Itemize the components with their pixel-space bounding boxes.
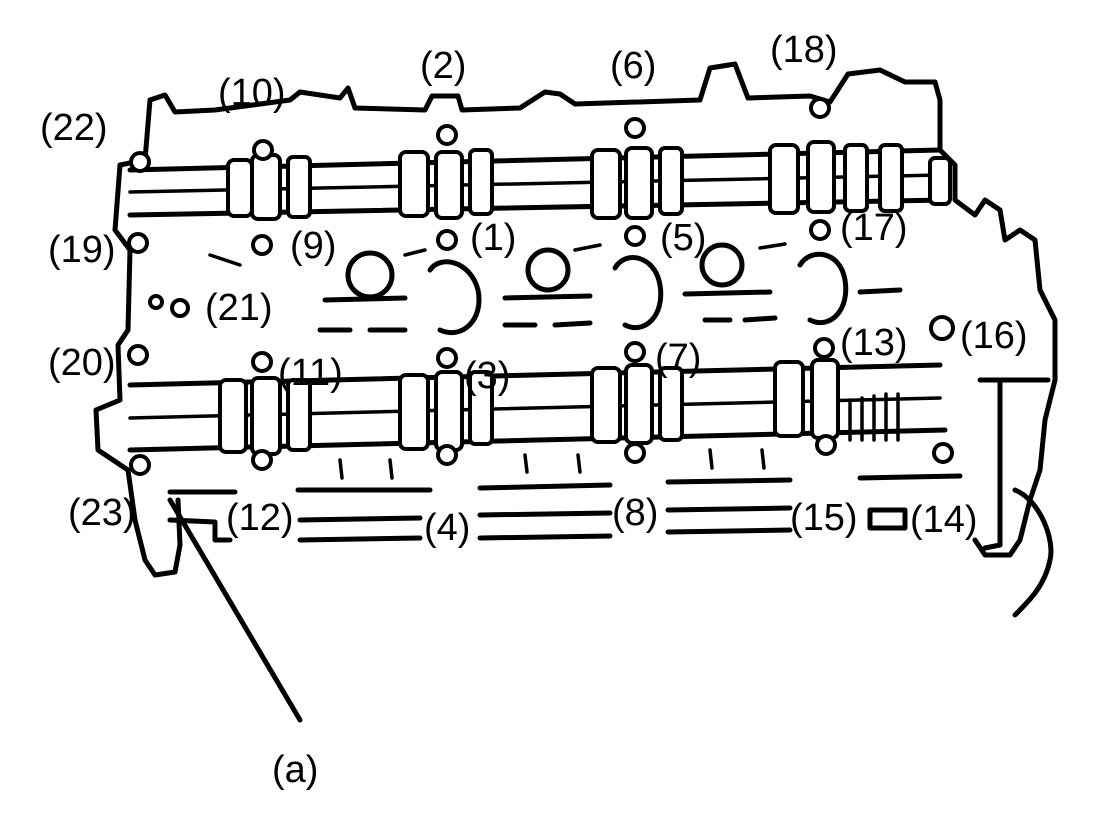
callout-leader-a — [167, 497, 303, 723]
right-bracket — [977, 377, 1051, 551]
bolt-label-5: (5) — [660, 217, 706, 259]
bolt-label-13: (13) — [840, 322, 908, 364]
head-outline-top — [147, 61, 943, 153]
bolt-label-8: (8) — [612, 492, 658, 534]
bolt-label-1: (1) — [470, 217, 516, 259]
bolt-label-18: (18) — [770, 29, 838, 71]
bolt-label-3: (3) — [464, 355, 510, 397]
lower-rails — [167, 448, 963, 543]
head-outline-left — [93, 97, 183, 578]
bolt-label-15: (15) — [790, 497, 858, 539]
bolt-label-17: (17) — [840, 207, 908, 249]
lower-camshaft — [127, 358, 948, 456]
bolt-label-4: (4) — [424, 507, 470, 549]
bolt-label-9: (9) — [290, 225, 336, 267]
bolt-label-6: (6) — [610, 45, 656, 87]
bolt-label-7: (7) — [655, 337, 701, 379]
bolt-label-21: (21) — [205, 287, 273, 329]
bolt-label-14: (14) — [910, 499, 978, 541]
bolt-label-16: (16) — [960, 315, 1028, 357]
bolt-label-23: (23) — [68, 492, 136, 534]
callout-label-a: (a) — [272, 749, 318, 791]
bolt-label-19: (19) — [48, 229, 116, 271]
bolt-label-22: (22) — [40, 107, 108, 149]
right-hose-curve — [1012, 487, 1054, 618]
bolt-label-10: (10) — [218, 72, 286, 114]
bolt-label-2: (2) — [420, 45, 466, 87]
bolt-label-11: (11) — [278, 352, 343, 394]
bolt-heads — [127, 97, 955, 476]
head-outline-right — [937, 147, 1058, 558]
cylinder-wells — [208, 242, 903, 336]
upper-camshaft — [127, 140, 952, 221]
bolt-label-20: (20) — [48, 342, 116, 384]
bolt-label-12: (12) — [226, 497, 294, 539]
bolt-number-labels: (22) (10) (2) (6) (18) (19) (9) (1) (5) … — [40, 29, 1028, 549]
